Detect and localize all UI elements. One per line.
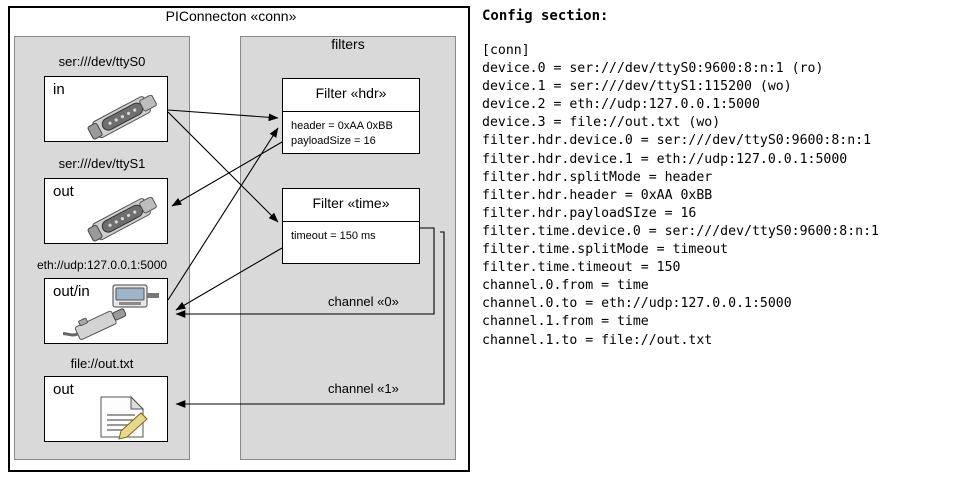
device-label-ttys1: ser:///dev/ttyS1 — [58, 156, 146, 171]
device-caption-ttys0: in — [53, 81, 65, 98]
device-card-eth[interactable]: out/in — [44, 278, 168, 344]
channel-1-label: channel «1» — [328, 381, 399, 396]
channel-0-label: channel «0» — [328, 294, 399, 309]
filter-hdr-divider — [283, 111, 419, 112]
filter-hdr-line-0: header = 0xAA 0xBB — [291, 120, 393, 132]
filter-card-time[interactable]: Filter «time» timeout = 150 ms — [282, 188, 420, 264]
filter-time-title: Filter «time» — [312, 195, 390, 211]
device-label-eth: eth://udp:127.0.0.1:5000 — [36, 258, 168, 272]
device-card-ttys1[interactable]: out — [44, 178, 168, 244]
outer-box-title: PIConnecton «conn» — [165, 8, 297, 24]
device-caption-file: out — [53, 381, 74, 398]
filter-card-hdr[interactable]: Filter «hdr» header = 0xAA 0xBB payloadS… — [282, 78, 420, 154]
device-card-ttys0[interactable]: in — [44, 76, 168, 142]
device-label-ttys0: ser:///dev/ttyS0 — [58, 54, 146, 69]
config-section-title: Config section: — [482, 8, 609, 24]
network-plug-icon — [63, 308, 127, 341]
config-section-text: [conn] device.0 = ser:///dev/ttyS0:9600:… — [482, 43, 879, 348]
filter-time-divider — [283, 221, 419, 222]
filter-hdr-title: Filter «hdr» — [315, 85, 387, 101]
text-file-icon — [100, 395, 148, 440]
device-card-file[interactable]: out — [44, 376, 168, 442]
device-caption-eth: out/in — [53, 283, 90, 300]
device-caption-ttys1: out — [53, 183, 74, 200]
serial-port-icon — [87, 197, 157, 242]
filter-time-line-0: timeout = 150 ms — [291, 230, 376, 242]
serial-port-icon — [87, 95, 157, 140]
filters-panel-title: filters — [331, 36, 365, 52]
network-plug-icon — [112, 284, 159, 308]
device-label-file: file://out.txt — [70, 356, 134, 371]
filter-hdr-line-1: payloadSize = 16 — [291, 135, 376, 147]
